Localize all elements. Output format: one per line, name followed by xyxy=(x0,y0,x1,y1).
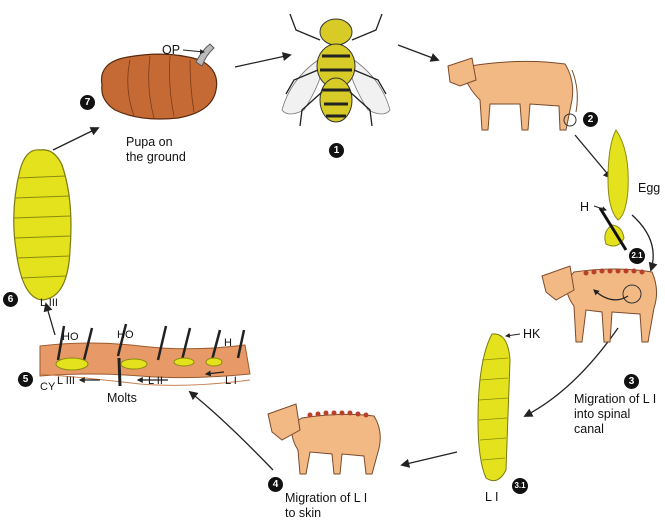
stage-2-1-badge: 2.1 xyxy=(629,248,645,264)
cow-adult-illustration xyxy=(447,57,578,131)
spinal-caption-line1: Migration of L I xyxy=(574,392,657,406)
stage-4-badge: 4 xyxy=(268,477,283,492)
egg-label: Egg xyxy=(638,181,661,195)
skin-l1-label: L I xyxy=(225,375,237,387)
hair-opening-label-1: HO xyxy=(62,331,79,343)
cyst-label: CY xyxy=(40,381,56,393)
larva-l1-label: L I xyxy=(485,490,499,504)
larva-l3-label: L III xyxy=(40,297,58,309)
arrow-larva-to-cow4 xyxy=(400,451,458,468)
hair-label-egg: H xyxy=(580,200,590,214)
skin-caption-line2: to skin xyxy=(285,506,322,520)
skin-caption-line1: Migration of L I xyxy=(285,491,368,505)
arrow-fly-from-pupa xyxy=(234,52,292,68)
stage-3-1-badge: 3.1 xyxy=(512,478,528,494)
skin-l2-label: L II xyxy=(148,375,163,387)
cow-skin-illustration xyxy=(267,403,381,475)
molts-label: Molts xyxy=(107,391,137,405)
arrow-l3-to-pupa xyxy=(52,127,100,151)
skin-spots xyxy=(307,410,369,418)
stage-7-badge: 7 xyxy=(80,95,95,110)
arrow-skin-to-l3 xyxy=(43,302,56,336)
hair-opening-label-2: HO xyxy=(117,329,134,341)
cow-spinal-illustration xyxy=(541,265,658,343)
hook-label: HK xyxy=(523,327,541,341)
spinal-spots xyxy=(583,268,645,276)
larva-l1-illustration xyxy=(477,332,521,482)
larva-l3-illustration xyxy=(13,149,72,301)
pupa-caption-line1: Pupa on xyxy=(126,135,173,149)
stage-6-badge: 6 xyxy=(3,292,18,307)
operculum-label: OP xyxy=(162,43,181,57)
pupa-caption-line2: the ground xyxy=(126,150,186,164)
adult-fly-illustration xyxy=(281,13,391,127)
spinal-caption-line2: into spinal xyxy=(574,407,631,421)
pupa-illustration xyxy=(100,43,218,120)
skin-section-illustration xyxy=(39,323,251,387)
stage-1-badge: 1 xyxy=(329,143,344,158)
arrow-fly-to-cow xyxy=(397,44,440,62)
arrow-egg-to-cow xyxy=(631,214,658,272)
arrow-to-egg xyxy=(574,134,613,180)
stage-3-badge: 3 xyxy=(624,374,639,389)
spinal-caption-line3: canal xyxy=(574,422,604,436)
stage-2-badge: 2 xyxy=(583,112,598,127)
stage-5-badge: 5 xyxy=(18,372,33,387)
arrow-cow4-to-skin xyxy=(188,390,274,471)
egg-illustration xyxy=(593,129,629,251)
skin-l3-label: L III xyxy=(57,375,75,387)
hair-label-skin: H xyxy=(224,337,232,349)
